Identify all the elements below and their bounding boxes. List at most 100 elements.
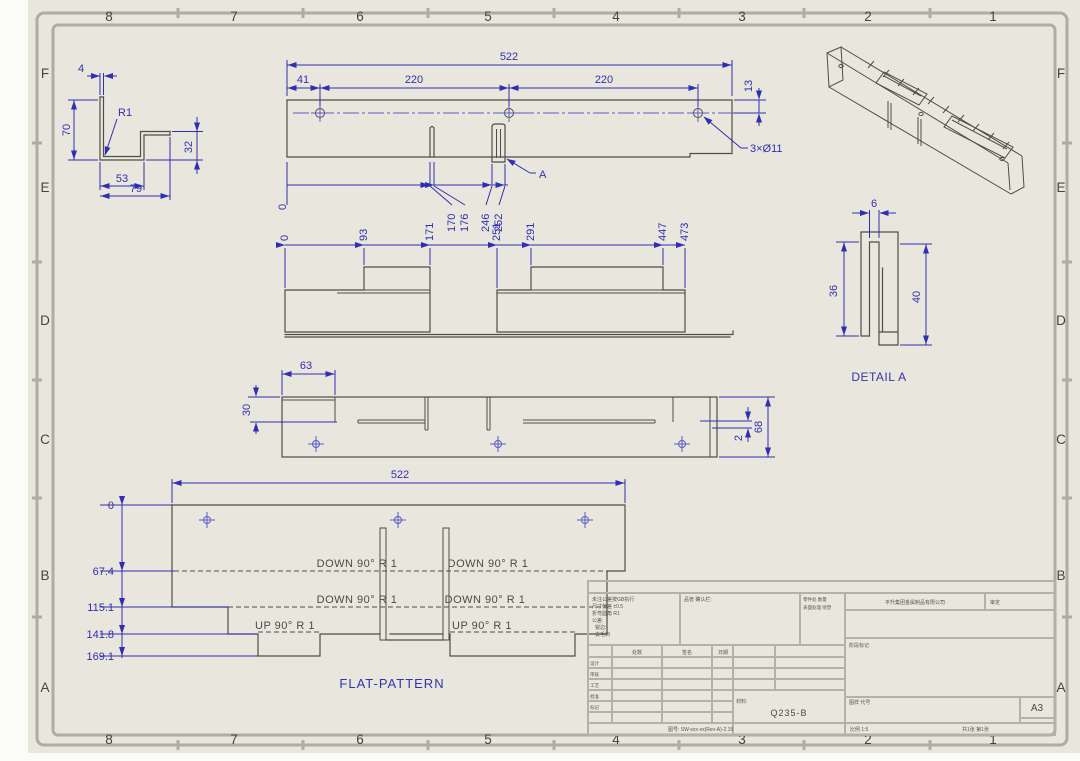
tb-row-approve: 批准: [590, 693, 599, 700]
zone-bottom-1: 1: [989, 732, 997, 747]
dim-section-height: 68: [753, 421, 765, 433]
tb-note-2: 尺寸偏差 ±0.5: [592, 603, 623, 610]
tb-note-6: 去毛刺: [595, 631, 610, 638]
dim-width: 79: [130, 183, 142, 195]
flat-pattern-view: DOWN 90° R 1 DOWN 90° R 1 DOWN 90° R 1 D…: [86, 469, 626, 691]
plan-view: 0 93 171 251 291 447 473: [276, 223, 734, 338]
ordinate-front-0: 0: [277, 204, 289, 210]
detail-a-caption: DETAIL A: [851, 370, 906, 384]
ordinate-plan-251: 251: [491, 223, 503, 241]
ordinate-flat-67: 67.4: [93, 566, 114, 578]
dim-step: 53: [116, 173, 128, 185]
detail-a-view: 6 36 40 DETAIL A: [828, 198, 932, 384]
dim-detail-left: 36: [828, 285, 840, 297]
ordinate-flat-169: 169.1: [86, 651, 114, 663]
tb-note-3: 折弯圆角 R1: [592, 610, 620, 617]
flat-pattern-caption: FLAT-PATTERN: [339, 676, 444, 691]
ordinate-plan-171: 171: [424, 223, 436, 241]
zone-top-6: 6: [356, 9, 364, 24]
dim-radius: R1: [118, 107, 132, 119]
ordinate-flat-115: 115.1: [87, 602, 114, 614]
center-marks-flat: [199, 512, 593, 528]
tb-note-1: 未注公差按GB执行: [592, 596, 634, 603]
zone-right-E: E: [1056, 180, 1065, 195]
tb-grid-header-2: 签名: [682, 649, 692, 656]
zone-top-4: 4: [612, 9, 620, 24]
tb-dwgno-label: 图样 代号: [849, 699, 870, 706]
dim-hole-pitch1: 220: [405, 74, 423, 86]
dim-detail-width: 6: [871, 198, 877, 210]
tb-row-process: 工艺: [590, 683, 599, 688]
ordinate-front-252: 252: [493, 214, 505, 232]
zone-bottom-8: 8: [105, 732, 113, 747]
ordinate-plan-447: 447: [657, 223, 669, 241]
ordinate-plan-473: 473: [679, 223, 691, 241]
dim-section-tab: 63: [300, 360, 312, 372]
dim-detail-right: 40: [911, 291, 923, 303]
hole-callout: 3×Ø11: [750, 143, 783, 155]
ordinate-plan-93: 93: [358, 229, 370, 241]
dim-hole-offset: 13: [743, 80, 755, 92]
sheet-background: [28, 0, 1080, 753]
zone-top-2: 2: [864, 9, 872, 24]
side-profile-view: 4 R1 70 32 53 79: [61, 63, 203, 200]
tb-row-check: 审核: [590, 671, 599, 678]
tb-sheet-size: A3: [1031, 703, 1044, 714]
ordinate-front-246: 246: [480, 214, 492, 232]
tb-info-2: 表面处理 喷塑: [803, 604, 832, 611]
dim-hole-first: 41: [297, 74, 309, 86]
bend-note-1: DOWN 90° R 1: [317, 558, 398, 570]
zone-right-F: F: [1057, 66, 1065, 81]
zone-right-C: C: [1056, 432, 1066, 447]
center-marks-section: [308, 436, 690, 452]
zone-top-7: 7: [230, 9, 238, 24]
zone-bottom-6: 6: [356, 732, 364, 747]
tb-row-design: 设计: [590, 660, 599, 667]
title-block: 未注公差按GB执行 尺寸偏差 ±0.5 折弯圆角 R1 公差: 锐边: 去毛刺 …: [587, 580, 1056, 736]
zone-bottom-4: 4: [612, 732, 620, 747]
zone-top-5: 5: [484, 9, 492, 24]
ordinate-front-176: 176: [459, 214, 471, 232]
isometric-view: [826, 46, 1025, 195]
zone-top-3: 3: [738, 9, 746, 24]
zone-left-A: A: [40, 680, 49, 695]
detail-ref-label: A: [539, 169, 547, 181]
zone-top-8: 8: [105, 9, 113, 24]
tb-qa-header: 品管 确认栏:: [684, 596, 712, 603]
tb-approve: 审定: [990, 599, 1000, 606]
section-view: 63 30 2 68: [241, 360, 775, 458]
tb-note-4: 公差:: [592, 617, 603, 624]
dim-flat-total: 522: [391, 469, 409, 481]
zone-bottom-2: 2: [864, 732, 872, 747]
tb-row-mark: 标记: [590, 704, 599, 711]
tb-doc-note: 图号: SW-xxx-xx(Rev-A)-2.15: [668, 727, 733, 733]
ordinate-front-170: 170: [446, 214, 458, 232]
bend-note-2: DOWN 90° R 1: [448, 558, 529, 570]
dim-flange: 32: [183, 141, 195, 153]
zone-left-D: D: [40, 313, 50, 328]
zone-left-C: C: [40, 432, 50, 447]
zone-right-B: B: [1056, 568, 1065, 583]
bend-note-5: UP 90° R 1: [255, 620, 315, 632]
dim-hole-pitch2: 220: [595, 74, 613, 86]
tb-note-5: 锐边:: [595, 624, 606, 631]
tb-scale-note: 比例 1:5: [850, 726, 869, 733]
zone-bottom-3: 3: [738, 732, 746, 747]
dim-section-depth: 30: [241, 404, 253, 416]
zone-bottom-5: 5: [484, 732, 492, 747]
ordinate-plan-0: 0: [279, 235, 291, 241]
sheet-frame: 8 7 6 5 4 3 2 1 8 7 6 5 4 3 2 1 F E D C …: [32, 8, 1072, 750]
zone-bottom-7: 7: [230, 732, 238, 747]
dim-thickness: 4: [78, 63, 84, 75]
ordinate-plan-291: 291: [525, 223, 537, 241]
zone-left-F: F: [41, 66, 49, 81]
tb-material-value: Q235-B: [770, 708, 807, 718]
zone-left-E: E: [40, 180, 49, 195]
tb-grid-header-1: 处数: [632, 649, 642, 656]
front-view: 522 41 220 220 13 3×Ø11 A 0: [277, 51, 783, 232]
tb-material-label: 材料:: [736, 698, 747, 705]
dim-front-total: 522: [500, 51, 518, 63]
zone-top-1: 1: [989, 9, 997, 24]
